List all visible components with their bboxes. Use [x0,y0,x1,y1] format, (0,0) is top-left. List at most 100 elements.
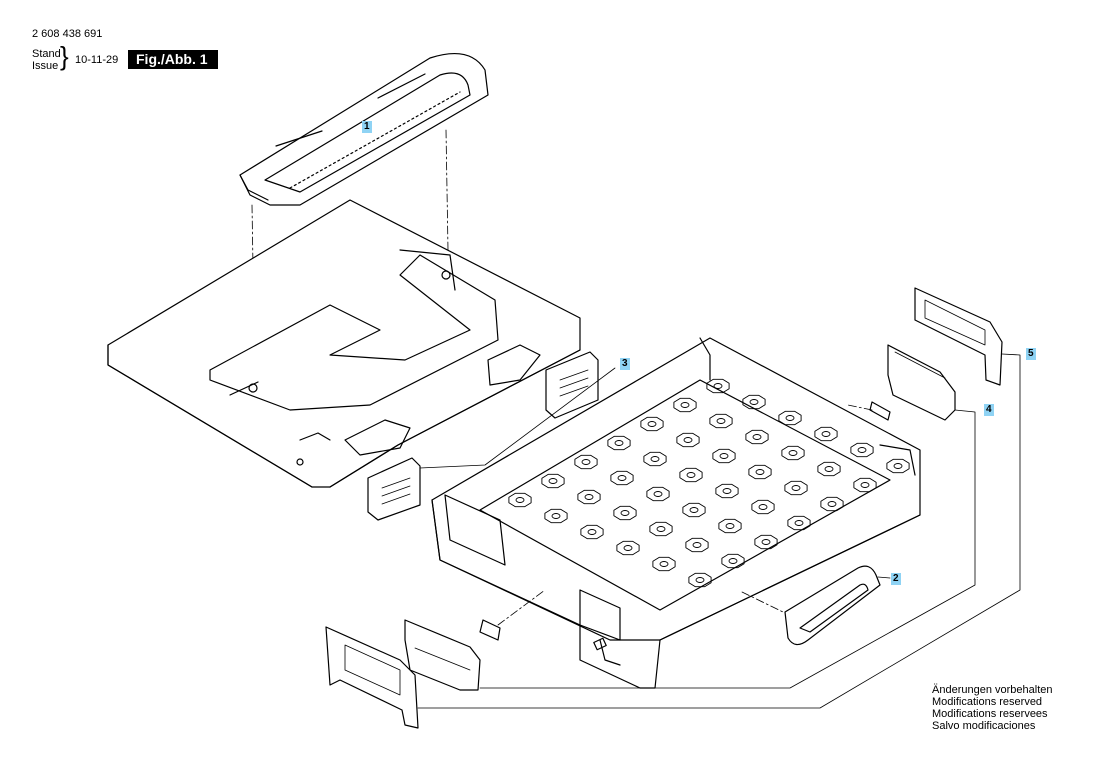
catch-part-left [404,619,501,691]
grid-cell-center [515,497,525,503]
grid-cell-center [659,561,669,567]
box-body-part [431,337,921,689]
grid-cell [640,416,664,432]
note-french: Modifications reservees [932,708,1048,720]
grid-cell-center [755,469,765,475]
grid-cell-center [788,450,798,456]
grid-cell [646,486,670,502]
grid-cell-center [653,491,663,497]
grid-cell-center [680,402,690,408]
grid-cell-center [584,494,594,500]
figure-label: Fig./Abb. 1 [128,50,218,69]
grid-cell [688,572,712,588]
grid-cell [574,454,598,470]
grid-cell [682,502,706,518]
grid-cell-center [719,453,729,459]
grid-cell [508,492,532,508]
grid-cell [850,442,874,458]
grid-cell [778,410,802,426]
callout-3: 3 [620,358,630,370]
grid-cell [820,496,844,512]
grid-cell [751,499,775,515]
grid-cell [649,521,673,537]
grid-cell [784,480,808,496]
leader-lines [417,353,1021,709]
grid-cell-center [791,485,801,491]
grid-cell-center [686,472,696,478]
grid-cell-center [689,507,699,513]
stand-label: Stand [32,48,61,60]
grid-cell-center [725,523,735,529]
box-insert-grid [508,378,910,588]
grid-cell [673,397,697,413]
grid-cell [706,378,730,394]
grid-cell-center [614,440,624,446]
grid-cell [742,394,766,410]
grid-cell-center [716,418,726,424]
grid-cell-center [860,482,870,488]
grid-cell [754,534,778,550]
grid-cell-center [692,542,702,548]
grid-cell-center [650,456,660,462]
catch-part-right [847,344,956,421]
grid-cell-center [695,577,705,583]
grid-cell-center [761,539,771,545]
grid-cell [613,505,637,521]
end-cap-part-left [325,626,419,729]
stand-issue-label: Stand Issue [32,48,61,72]
grid-cell [787,515,811,531]
grid-cell-center [794,520,804,526]
grid-cell-center [683,437,693,443]
grid-cell [607,435,631,451]
note-english: Modifications reserved [932,696,1043,708]
grid-cell-center [548,478,558,484]
grid-cell [781,445,805,461]
grid-cell-center [617,475,627,481]
grid-cell-center [758,504,768,510]
grid-cell [616,540,640,556]
callout-4: 4 [984,404,994,416]
grid-cell [541,473,565,489]
grid-cell-center [827,501,837,507]
grid-cell-center [893,463,903,469]
grid-cell [886,458,910,474]
callout-5: 5 [1026,348,1036,360]
grid-cell [745,429,769,445]
grid-cell [544,508,568,524]
grid-cell [748,464,772,480]
grid-cell-center [728,558,738,564]
grid-cell-center [713,383,723,389]
callout-1: 1 [362,121,372,133]
grid-cell-center [581,459,591,465]
callout-2: 2 [891,573,901,585]
note-german: Änderungen vorbehalten [932,684,1053,696]
grid-cell [718,518,742,534]
issue-date: 10-11-29 [75,54,119,66]
grid-cell-center [824,466,834,472]
grid-cell-center [857,447,867,453]
grid-cell-center [752,434,762,440]
grid-cell [814,426,838,442]
grid-cell [715,483,739,499]
grid-cell-center [656,526,666,532]
latch-parts [367,351,616,521]
grid-cell [577,489,601,505]
grid-cell [580,524,604,540]
issue-label: Issue [32,60,59,72]
grid-cell [817,461,841,477]
grid-cell [652,556,676,572]
grid-cell [610,470,634,486]
grid-cell-center [551,513,561,519]
note-spanish: Salvo modificaciones [932,720,1036,732]
modifications-note: Änderungen vorbehalten Modifications res… [932,684,1052,732]
grid-cell [709,413,733,429]
grid-cell [685,537,709,553]
grid-cell-center [623,545,633,551]
grid-cell [679,467,703,483]
grid-cell [712,448,736,464]
grid-cell [643,451,667,467]
grid-cell-center [785,415,795,421]
end-cap-part-right [914,287,1003,386]
grid-cell [853,477,877,493]
